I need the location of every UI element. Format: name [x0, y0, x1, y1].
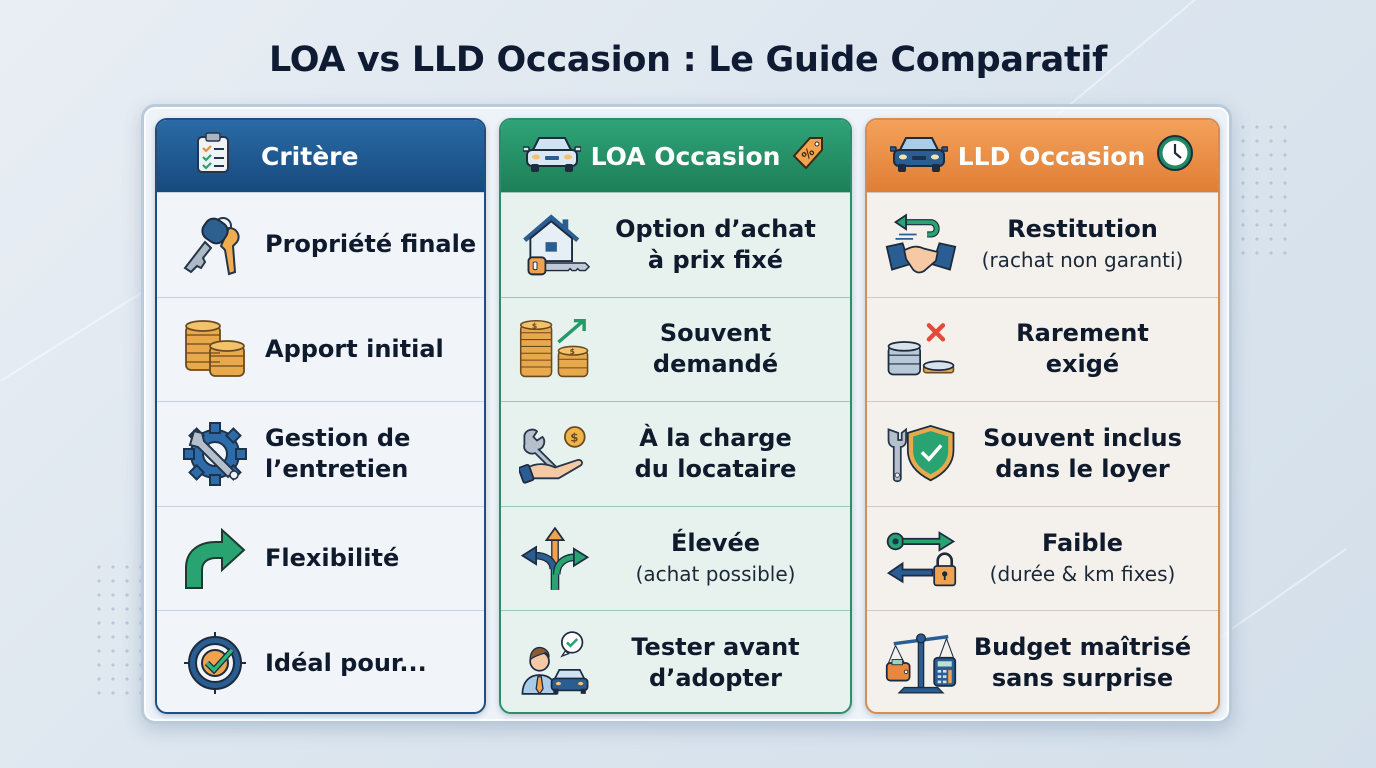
loa-header: LOA Occasion % [501, 120, 850, 192]
curved-arrow-icon [179, 523, 251, 595]
gear-wrench-icon [179, 418, 251, 490]
handshake-return-icon [885, 209, 957, 281]
criteria-column: Critère Propriété finale Apport initial … [155, 118, 486, 714]
lld-row-propriete: Restitution(rachat non garanti) [867, 192, 1218, 297]
car-keys-icon [179, 209, 251, 281]
percent-tag-icon: % [790, 134, 828, 178]
lld-header: LLD Occasion [867, 120, 1218, 192]
criteria-row-ideal: Idéal pour... [157, 610, 484, 712]
svg-text:$: $ [570, 348, 575, 357]
person-car-check-icon [519, 627, 591, 699]
criteria-row-propriete: Propriété finale [157, 192, 484, 297]
split-arrows-icon [519, 523, 591, 595]
arrows-lock-icon [885, 523, 957, 595]
loa-header-label: LOA Occasion [590, 141, 781, 171]
lld-cell: Restitution(rachat non garanti) [981, 214, 1184, 272]
clipboard-checklist-icon [195, 132, 231, 180]
lld-cell: Faible(durée & km fixes) [989, 528, 1176, 586]
criteria-label: Idéal pour... [265, 648, 427, 677]
hand-wrench-coin-icon: $ [519, 418, 591, 490]
page-title: LOA vs LLD Occasion : Le Guide Comparati… [268, 40, 1108, 80]
criteria-label: Apport initial [265, 334, 444, 363]
car-front-icon [521, 132, 582, 180]
criteria-label: Propriété finale [265, 230, 477, 259]
target-check-icon [179, 627, 251, 699]
criteria-row-flexibilite: Flexibilité [157, 505, 484, 611]
coin-stacks-icon [179, 313, 251, 385]
clock-icon [1155, 133, 1195, 179]
svg-text:$: $ [532, 322, 537, 331]
balance-scale-icon [885, 627, 957, 699]
criteria-row-apport: Apport initial [157, 296, 484, 402]
loa-row-flexibilite: Élevée(achat possible) [501, 505, 850, 611]
criteria-header: Critère [157, 120, 484, 192]
background-dots [1236, 120, 1296, 260]
wrench-shield-icon [885, 418, 957, 490]
lld-header-label: LLD Occasion [957, 141, 1146, 171]
lld-row-flexibilite: Faible(durée & km fixes) [867, 505, 1218, 611]
coins-cross-icon [885, 313, 957, 385]
lld-column: LLD Occasion Restitution(rachat non gara… [865, 118, 1220, 714]
coins-growth-icon: $$ [519, 313, 591, 385]
criteria-label: Flexibilité [265, 544, 400, 573]
car-front-icon [889, 132, 949, 180]
loa-cell: Élevée(achat possible) [635, 528, 796, 586]
house-key-icon [519, 209, 591, 281]
svg-text:$: $ [570, 430, 578, 444]
criteria-header-label: Critère [261, 141, 359, 171]
